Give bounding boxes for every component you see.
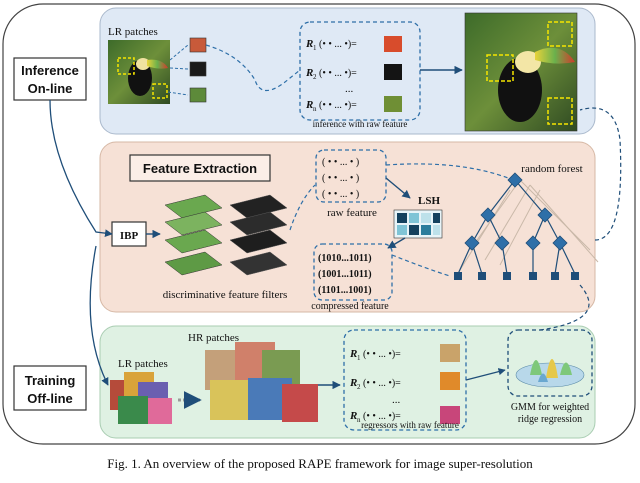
code-row-3: (1101...1001) bbox=[318, 285, 372, 296]
figure-caption: Fig. 1. An overview of the proposed RAPE… bbox=[107, 456, 533, 471]
filters-to-raw-curve bbox=[289, 184, 316, 231]
raw-to-lsh-arrow bbox=[385, 177, 411, 199]
regressor-subscript: 1 bbox=[357, 354, 361, 362]
raw-to-forest-curve bbox=[385, 163, 509, 179]
regressor-feature: (• • ... •)= bbox=[363, 411, 401, 422]
lsh-hash-grid bbox=[393, 209, 443, 239]
regressor-symbol: R bbox=[349, 348, 357, 360]
regressor-subscript: 2 bbox=[357, 383, 361, 391]
random-forest-tree bbox=[454, 172, 599, 280]
gmm-caption-line2: ridge regression bbox=[518, 414, 582, 425]
training-ellipsis: ... bbox=[392, 394, 401, 406]
training-output-patch-1 bbox=[440, 344, 460, 362]
filters-caption: discriminative feature filters bbox=[163, 289, 288, 301]
training-panel: Training Off-line LR patches HR patches … bbox=[13, 325, 596, 439]
gmm-caption-line1: GMM for weighted bbox=[511, 402, 589, 413]
inference-title-line2: On-line bbox=[28, 81, 73, 96]
raw-feature-row-3: ( • • ... • ) bbox=[322, 189, 359, 200]
hr-toucan-image bbox=[464, 12, 578, 132]
feature-title-box bbox=[129, 154, 271, 182]
training-title-line2: Off-line bbox=[27, 391, 73, 406]
raw-feature-label: raw feature bbox=[327, 207, 377, 219]
training-regressor-row-1: R 1 (• • ... •)= bbox=[349, 344, 460, 362]
lr-patch-3 bbox=[189, 87, 207, 103]
training-hr-patches bbox=[205, 342, 318, 422]
random-forest-label: random forest bbox=[521, 163, 582, 175]
inference-lr-patches-label: LR patches bbox=[108, 26, 158, 38]
regressor-feature: (• • ... •)= bbox=[363, 349, 401, 360]
regressor-subscript: 1 bbox=[313, 44, 317, 52]
inference-regressor-row-1: R 1 (• • ... •)= bbox=[305, 36, 402, 52]
patch-link-3 bbox=[167, 91, 189, 96]
patch-link-2 bbox=[169, 67, 189, 70]
lr-patch-1 bbox=[189, 37, 207, 53]
regressor-feature: (• • ... •)= bbox=[319, 68, 357, 79]
regressor-subscript: n bbox=[313, 105, 317, 113]
raw-feature-row-2: ( • • ... • ) bbox=[322, 173, 359, 184]
regressor-feature: (• • ... •)= bbox=[319, 39, 357, 50]
compressed-feature-label: compressed feature bbox=[311, 301, 389, 312]
regressor-subscript: 2 bbox=[313, 73, 317, 81]
inference-panel: Inference On-line LR patches R 1 (• • ..… bbox=[13, 7, 596, 135]
compressed-to-forest-curve bbox=[391, 254, 451, 277]
inference-regressors-box bbox=[299, 21, 421, 121]
regressor-feature: (• • ... •)= bbox=[363, 378, 401, 389]
code-row-1: (1010...1011) bbox=[318, 253, 372, 264]
training-output-patch-2 bbox=[440, 372, 460, 390]
feature-panel-bg bbox=[99, 141, 596, 313]
inference-title-box bbox=[13, 57, 87, 101]
feature-panel: Feature Extraction IBP discriminative fe… bbox=[99, 141, 599, 313]
ibp-to-training-flow bbox=[89, 245, 109, 386]
training-lr-patches bbox=[110, 372, 172, 424]
forest-to-training-curve bbox=[539, 284, 590, 331]
inference-caption: inference with raw feature bbox=[313, 119, 408, 129]
training-output-patch-3 bbox=[440, 406, 460, 424]
regressor-symbol: R bbox=[305, 38, 313, 50]
raw-feature-box bbox=[315, 149, 387, 203]
hr-patch-output-1 bbox=[384, 36, 402, 52]
inference-regressor-row-3: R n (• • ... •)= bbox=[305, 96, 402, 113]
regressor-symbol: R bbox=[305, 99, 313, 111]
training-regressor-row-3: R n (• • ... •)= bbox=[349, 406, 460, 424]
inference-to-ibp-flow bbox=[49, 99, 113, 237]
regressor-to-gmm-arrow bbox=[465, 368, 506, 381]
green-filter-stack bbox=[164, 194, 223, 276]
lr-toucan-image bbox=[108, 40, 170, 104]
inference-ellipsis: ... bbox=[345, 83, 354, 95]
training-title-box bbox=[13, 365, 87, 411]
feature-title: Feature Extraction bbox=[143, 161, 257, 176]
inference-title-line1: Inference bbox=[21, 63, 79, 78]
ibp-label: IBP bbox=[120, 230, 139, 242]
inference-regressor-row-2: R 2 (• • ... •)= bbox=[305, 64, 402, 81]
training-lr-patches-label: LR patches bbox=[118, 358, 168, 370]
regressor-symbol: R bbox=[349, 410, 357, 422]
forest-to-inference-curve bbox=[579, 107, 622, 241]
regressor-symbol: R bbox=[349, 377, 357, 389]
hr-patch-output-2 bbox=[384, 64, 402, 80]
gmm-box bbox=[507, 329, 593, 397]
regressor-feature: (• • ... •)= bbox=[319, 100, 357, 111]
lr-patch-2 bbox=[189, 61, 207, 77]
lsh-label: LSH bbox=[418, 195, 440, 207]
patch-link-1 bbox=[169, 44, 189, 61]
outer-frame bbox=[2, 3, 636, 445]
hr-patch-output-3 bbox=[384, 96, 402, 112]
regressor-subscript: n bbox=[357, 416, 361, 424]
training-title-line1: Training bbox=[25, 373, 76, 388]
compressed-feature-box bbox=[313, 243, 393, 301]
hr-patches-label: HR patches bbox=[188, 332, 239, 344]
lsh-to-compressed-arrow bbox=[387, 237, 406, 249]
ibp-box bbox=[111, 221, 147, 247]
patch-to-regressor-curve bbox=[205, 44, 301, 92]
raw-feature-row-1: ( • • ... • ) bbox=[322, 157, 359, 168]
code-row-2: (1001...1011) bbox=[318, 269, 372, 280]
dark-filter-stack bbox=[229, 194, 288, 276]
gmm-surface bbox=[515, 359, 585, 388]
training-caption: regressors with raw feature bbox=[361, 420, 459, 430]
regressor-symbol: R bbox=[305, 67, 313, 79]
training-regressor-row-2: R 2 (• • ... •)= bbox=[349, 372, 460, 391]
